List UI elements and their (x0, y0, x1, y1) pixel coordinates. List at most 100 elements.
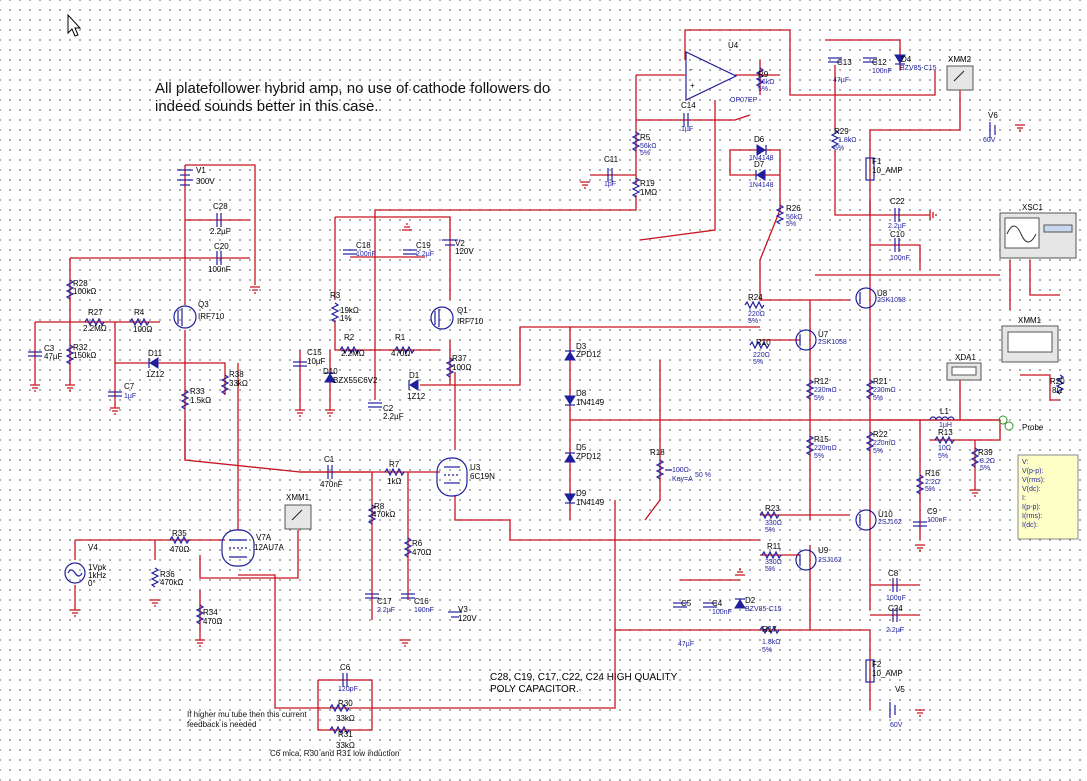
fuse-f2[interactable]: F2 10_AMP (865, 659, 903, 683)
capacitor-c8[interactable]: C8 100nF (886, 569, 906, 602)
probe[interactable]: Probe (998, 415, 1044, 432)
resistor-r38[interactable]: R38 33kΩ (220, 370, 248, 395)
capacitor-c11[interactable]: C11 1pF (604, 155, 619, 188)
resistor-r16[interactable]: R16 2.2Ω 5% (915, 469, 940, 495)
capacitor-c19[interactable]: C19 2.2µF (403, 241, 434, 258)
capacitor-c12[interactable]: C12 100nF (863, 57, 892, 75)
resistor-r35[interactable]: R35 470Ω (169, 529, 190, 554)
resistor-r24[interactable]: R24 220Ω 5% (744, 293, 765, 325)
resistor-r28[interactable]: R28 100kΩ (65, 279, 96, 300)
capacitor-c9[interactable]: C9 100nF (913, 507, 947, 527)
resistor-r3[interactable]: R3 19kΩ 1% (330, 291, 359, 323)
resistor-r30[interactable]: R30 33kΩ (329, 699, 355, 723)
capacitor-c17[interactable]: C17 2.2µF (365, 593, 395, 614)
resistor-r31[interactable]: R31 33kΩ (329, 725, 355, 750)
c10-label: C10 (890, 230, 905, 239)
resistor-r10[interactable]: R10 220Ω 5% (749, 338, 771, 366)
diode-d7[interactable]: D7 1N4148 (749, 160, 774, 189)
capacitor-c7[interactable]: C7 1µF (108, 382, 136, 400)
distortion-analyzer-xda1[interactable]: XDA1 (946, 353, 982, 381)
resistor-r1[interactable]: R1 470Ω (391, 333, 415, 358)
inductor-l1[interactable]: L1 1µH (929, 407, 955, 429)
source-v3[interactable]: V3 120V (448, 605, 477, 623)
capacitor-c18[interactable]: C18 100nF (343, 241, 376, 258)
capacitor-c24[interactable]: C24 2.2µF (886, 604, 904, 634)
source-v6[interactable]: V6 60V (983, 111, 998, 144)
fuse-f1[interactable]: F1 10_AMP (865, 157, 903, 181)
mosfet-u9[interactable]: U9 2SJ162 (795, 546, 842, 571)
resistor-r19[interactable]: R19 1MΩ (631, 177, 657, 198)
resistor-r2[interactable]: R2 2.2MΩ (339, 333, 365, 358)
c12-label: C12 (872, 58, 887, 67)
source-v5[interactable]: V5 60V (889, 685, 905, 729)
mosfet-q3[interactable]: Q3 IRF710 (173, 300, 225, 329)
capacitor-c10[interactable]: C10 100nF (890, 230, 910, 262)
resistor-r13[interactable]: R13 10Ω 5% (934, 428, 955, 460)
resistor-r20[interactable]: R20 8Ω (1050, 374, 1065, 395)
capacitor-c4[interactable]: C4 100nF (703, 599, 732, 616)
resistor-r9[interactable]: R9 56kΩ 5% (755, 67, 775, 93)
resistor-r4[interactable]: R4 100Ω (129, 308, 152, 334)
diode-d8[interactable]: D8 1N4149 (564, 389, 605, 407)
capacitor-c14[interactable]: C14 1µF (681, 101, 696, 133)
capacitor-c20[interactable]: C20 100nF (208, 242, 231, 274)
resistor-r5[interactable]: R5 56kΩ 5% (631, 131, 657, 157)
resistor-r7[interactable]: R7 1kΩ (384, 460, 405, 486)
mosfet-u7[interactable]: U7 2SK1058 (795, 329, 847, 351)
resistor-r23[interactable]: R23 330Ω 5% (759, 504, 782, 534)
resistor-r17[interactable]: R17 1.8kΩ 5% (759, 625, 780, 654)
mosfet-u10[interactable]: U10 2SJ162 (855, 509, 902, 531)
resistor-r37[interactable]: R37 100Ω (445, 354, 471, 378)
resistor-r22[interactable]: R22 220mΩ 5% (865, 430, 896, 455)
diode-d10[interactable]: D10 BZX55C6V2 (323, 367, 378, 385)
capacitor-c6[interactable]: C6 120pF (338, 663, 358, 693)
resistor-r39[interactable]: R39 8.2Ω 5% (970, 447, 995, 472)
diode-d2[interactable]: D2 BZV85-C15 (734, 596, 782, 613)
source-v1[interactable]: V1 300V (177, 166, 215, 186)
mosfet-q1[interactable]: Q1 IRF710 (430, 306, 484, 330)
resistor-r34[interactable]: R34 470Ω (195, 604, 222, 626)
capacitor-c5[interactable]: C5 47µF (673, 599, 694, 648)
mosfet-u8[interactable]: U8 2SK1058 (855, 287, 906, 309)
capacitor-c15[interactable]: C15 10µF (293, 348, 326, 367)
resistor-r12[interactable]: R12 220mΩ 5% (805, 377, 837, 402)
c17-value: 2.2µF (377, 607, 395, 614)
resistor-r26[interactable]: R26 56kΩ 5% (775, 204, 803, 228)
capacitor-c22[interactable]: C22 2.2µF (888, 197, 906, 230)
r22-label: R22 (873, 430, 888, 439)
capacitor-c2[interactable]: C2 2.2µF (368, 402, 404, 421)
multimeter-xmm1-left[interactable]: XMM1 (284, 493, 312, 530)
multimeter-xmm2[interactable]: XMM2 (946, 55, 974, 91)
capacitor-c16[interactable]: C16 100nF (401, 593, 434, 614)
tube-u3[interactable]: U3 6C19N (436, 457, 495, 497)
resistor-r21[interactable]: R21 220mΩ 5% (865, 377, 896, 402)
potentiometer-r18[interactable]: R18 100Ω Key=A 50 % (650, 448, 711, 483)
diode-d4[interactable]: D4 BZV85-C15 (894, 54, 937, 72)
resistor-r11[interactable]: R11 330Ω 5% (761, 542, 782, 573)
capacitor-c3[interactable]: C3 47µF (28, 344, 63, 361)
resistor-r6[interactable]: R6 470Ω (403, 537, 431, 558)
resistor-r29[interactable]: R29 1.8kΩ 5% (830, 127, 856, 152)
tube-v7a[interactable]: V7A 12AU7A (221, 529, 284, 567)
resistor-r33[interactable]: R33 1.5kΩ (180, 387, 211, 410)
capacitor-c1[interactable]: C1 470nF (320, 455, 343, 489)
resistor-r27[interactable]: R27 2.2MΩ (83, 308, 107, 333)
source-v4[interactable]: V4 1Vpk 1kHz 0° (64, 543, 107, 588)
oscilloscope-xsc1[interactable]: XSC1 (999, 203, 1077, 259)
opamp-u4[interactable]: - + U4 OP07EP (685, 41, 758, 104)
diode-d11[interactable]: D11 1Z12 (146, 349, 165, 379)
d5-value: ZPD12 (576, 452, 601, 461)
capacitor-c13[interactable]: C13 47µF (828, 57, 852, 84)
diode-d3[interactable]: D3 ZPD12 (564, 342, 601, 361)
diode-d5[interactable]: D5 ZPD12 (564, 443, 601, 463)
diode-d9[interactable]: D9 1N4149 (564, 489, 605, 507)
resistor-r8[interactable]: R8 470kΩ (367, 502, 395, 525)
resistor-r32[interactable]: R32 150kΩ (65, 343, 96, 365)
diode-d1[interactable]: D1 1Z12 (407, 371, 426, 401)
resistor-r36[interactable]: R36 470kΩ (150, 567, 183, 588)
diode-d6[interactable]: D6 1N4148 (749, 135, 774, 162)
resistor-r15[interactable]: R15 220mΩ 5% (805, 435, 837, 460)
source-v2[interactable]: V2 120V (442, 239, 474, 256)
capacitor-c28[interactable]: C28 2.2µF (210, 202, 231, 236)
multimeter-xmm1-right[interactable]: XMM1 (1001, 316, 1059, 363)
